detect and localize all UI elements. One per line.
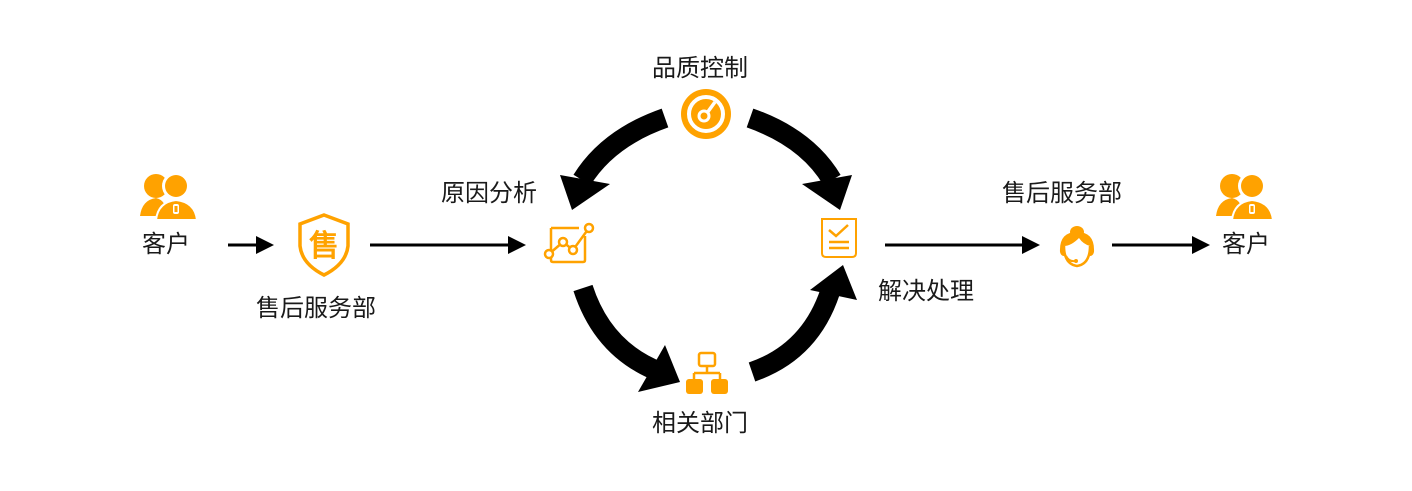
after-sales-shield-icon: 售 bbox=[296, 212, 352, 282]
curved-arrow-quality-to-cause bbox=[560, 108, 669, 210]
line-chart-icon bbox=[543, 222, 595, 268]
customer-service-headset-icon bbox=[1057, 224, 1097, 274]
checklist-icon bbox=[818, 215, 860, 265]
curved-arrow-depts-to-resolution bbox=[748, 265, 857, 382]
after-sales-1-label: 售后服务部 bbox=[256, 294, 376, 322]
cause-analysis-label: 原因分析 bbox=[441, 179, 537, 207]
arrow-after-sales-to-customer bbox=[1112, 236, 1210, 254]
customer-end-label: 客户 bbox=[1222, 230, 1270, 258]
after-sales-2-label: 售后服务部 bbox=[1002, 179, 1122, 207]
curved-arrow-cause-to-depts bbox=[573, 284, 680, 392]
customer-end-icon bbox=[1216, 170, 1276, 226]
related-depts-label: 相关部门 bbox=[652, 409, 748, 437]
shield-char: 售 bbox=[309, 229, 339, 264]
customer-start-label: 客户 bbox=[142, 230, 190, 258]
resolution-label: 解决处理 bbox=[878, 277, 974, 305]
arrow-resolution-to-after-sales bbox=[885, 236, 1040, 254]
curved-arrow-quality-to-resolution bbox=[746, 108, 852, 210]
arrow-after-sales-to-cause-analysis bbox=[370, 236, 526, 254]
org-chart-icon bbox=[684, 351, 730, 401]
arrow-customer-to-after-sales bbox=[228, 236, 274, 254]
quality-control-label: 品质控制 bbox=[652, 54, 748, 82]
customer-icon bbox=[140, 170, 200, 226]
gauge-target-icon bbox=[680, 88, 732, 144]
